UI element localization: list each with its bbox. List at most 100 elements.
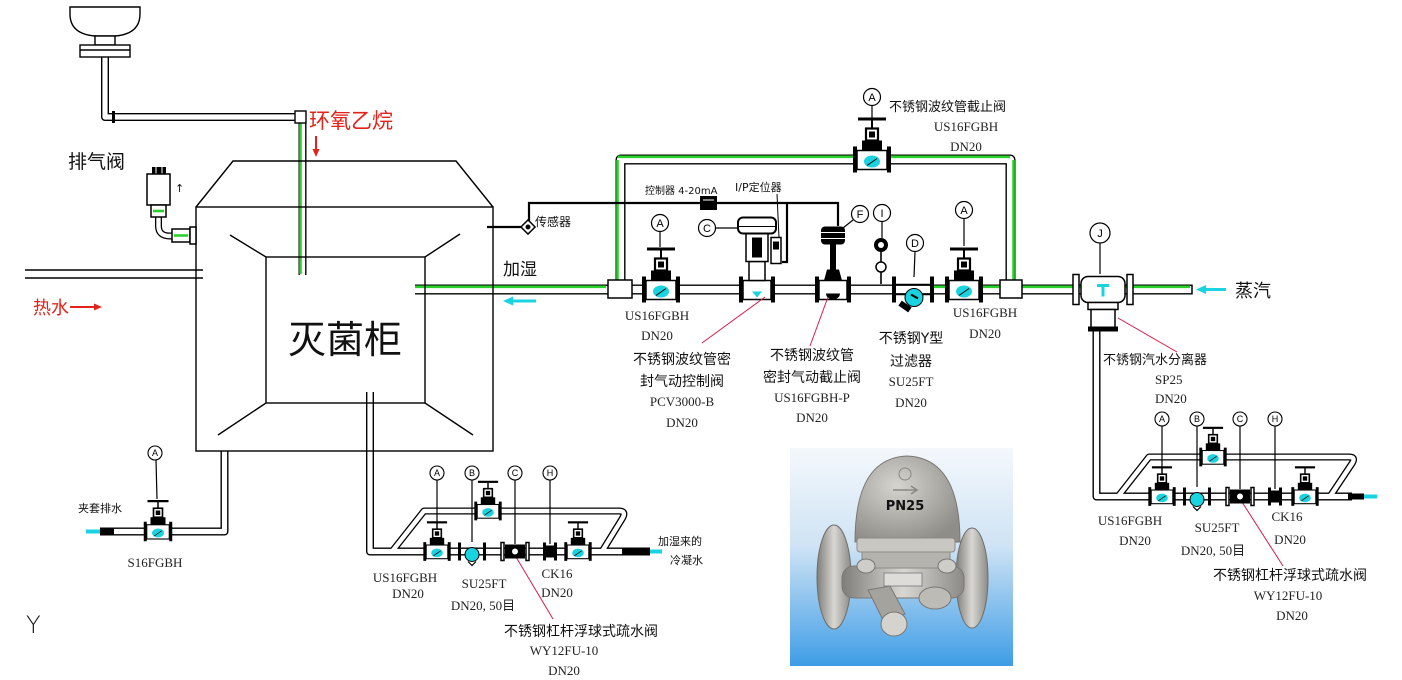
tag-separator: J [1089,222,1111,274]
condensate-label-line1: 加湿来的 [658,534,702,548]
drain-valve-size: DN20 [1119,533,1151,548]
cabinet-roof [195,160,494,208]
outlet-globe-valve [943,246,985,304]
label-line: DN20 [950,139,982,154]
trap-side-boss [918,586,952,610]
separator-drain-assembly: A B C H US16FGBH DN20 SU25FT DN20, 50目 C… [1098,411,1377,623]
condensate-label-line2: 冷凝水 [670,553,703,567]
bypass-pipe-interior [621,160,1011,290]
label-line: DN20 [666,415,698,430]
tag-circle [429,465,445,481]
tag-label: A [656,218,664,230]
tag-circle [905,233,925,253]
label-line: US16FGBH [625,308,689,323]
separator-leader [1117,317,1178,353]
label-line: SP25 [1155,372,1182,387]
pneumatic-shutoff-valve [814,225,852,304]
cover-bolt [937,558,957,574]
float-steam-trap [500,541,530,562]
tag-circle [1232,411,1248,427]
up-arrow-icon: ↑ [175,182,184,195]
tag-circle [1267,411,1283,427]
drain-outlet-valve [563,520,593,562]
tag-control-valve: C [697,218,739,238]
sensor-label: 传感器 [535,214,571,229]
controller-box [700,196,717,210]
tag-label: C [512,468,519,478]
tag-circle [542,465,558,481]
label-line: DN20 [641,328,673,343]
tag-leader [155,459,158,500]
bypass-pipe [621,160,1011,290]
dome-emblem-icon [898,467,912,481]
pressure-gauge [874,238,888,284]
top-bypass-valve-label: 不锈钢波纹管截止阀 US16FGBH DN20 [889,100,1006,154]
label-line: DN20 [796,410,828,425]
exhaust-valve: 排气阀 ↑ [68,151,197,245]
exhaust-flange [189,226,197,245]
ethylene-oxide-vessel [69,6,307,124]
tag-label: A [1159,414,1165,424]
inlet-globe-valve [640,246,682,304]
tag-drain-valve: A [429,465,445,522]
tag-circle [147,445,163,461]
pipe-elbow-fitting [294,110,307,124]
label-line: 密封气动截止阀 [763,369,861,386]
drain-outlet-cyan [86,529,100,534]
tag-label: B [1194,414,1200,424]
label-line: US16FGBH [953,305,1017,320]
tag-outlet-valve: A [954,200,974,246]
drain-outlet-nozzle [622,548,650,555]
label-line: DN20 [1155,391,1187,406]
label-line: 不锈钢波纹管截止阀 [889,100,1006,115]
tag-label: C [1237,414,1244,424]
tag-circle [650,213,670,233]
drain-outlet-cyan [650,549,662,554]
label-line: DN20 [969,326,1001,341]
tag-check-valve: H [542,465,558,544]
tag-drain-strainer: B [464,465,480,542]
pipe-joint [112,111,115,123]
strainer-model: SU25FT [462,576,507,591]
tag-circle [1154,411,1170,427]
tag-label: A [868,92,876,104]
signal-line [527,201,840,226]
pneumatic-control-valve [737,216,782,304]
tag-drain-strainer: B [1189,411,1205,487]
trap-name: 不锈钢杠杆浮球式疏水阀 [504,624,658,640]
bypass-valve [1198,425,1228,468]
check-valve-model: CK16 [541,566,573,581]
check-valve-size: DN20 [541,585,573,600]
ip-positioner-leader [776,193,780,239]
label-line: 封气动控制阀 [640,374,724,390]
left-arrow-icon [503,296,513,306]
outlet-valve-label: US16FGBH DN20 [953,305,1017,341]
jacket-drain-valve [142,499,174,543]
humidify-label: 加湿 [503,260,537,280]
control-signal-loop: 传感器 控制器 4-20mA I/P定位器 [487,180,840,264]
tag-check-valve: H [1267,411,1283,489]
strainer-plug [880,611,908,637]
cabinet-corner-line [424,402,474,436]
bypass-tee-right [999,279,1023,299]
gauge-siphon [875,261,887,273]
hot-water-arrow-icon [94,303,102,311]
positioner-signal-line [782,203,789,264]
bypass-valve [473,479,503,522]
y-strainer [891,275,935,314]
hot-water-inlet: 热水 [25,269,203,319]
check-valve-model: CK16 [1271,509,1303,524]
tag-y-strainer: D [905,233,925,278]
label-line: US16FGBH-P [774,390,850,405]
tag-circle [1189,411,1205,427]
drain-valve-size: DN20 [392,586,424,601]
shutoff-valve-label: 不锈钢波纹管 密封气动截止阀 US16FGBH-P DN20 [763,348,861,425]
tag-circle [850,204,870,224]
ip-positioner-label: I/P定位器 [735,180,782,194]
cover-bolt [856,558,876,574]
cabinet-inner-chamber [265,256,426,404]
tag-pressure-gauge: I [872,203,892,238]
check-valve [1268,487,1282,506]
tag-label: D [911,238,919,250]
label-line: PCV3000-B [650,394,715,409]
